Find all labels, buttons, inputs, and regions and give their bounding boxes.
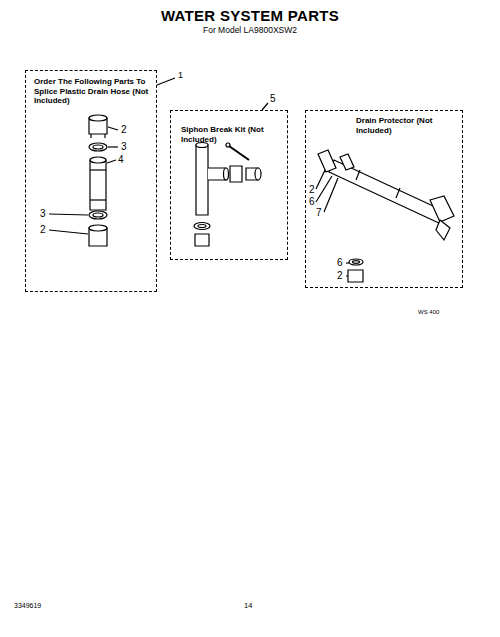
callout-number: 3 <box>40 209 46 219</box>
leader-line <box>157 78 175 85</box>
callout-number: 3 <box>121 142 127 152</box>
dashed-parts-box: Siphon Break Kit (Not Included) <box>170 110 288 260</box>
page-title: WATER SYSTEM PARTS <box>161 7 339 24</box>
callout-number: 6 <box>337 258 343 268</box>
model-subtitle: For Model LA9800XSW2 <box>203 26 297 35</box>
box-heading: Order The Following Parts To Splice Plas… <box>34 77 152 106</box>
siphon-break-kit <box>194 143 261 247</box>
callout-number: 6 <box>309 197 315 207</box>
callout-number: 2 <box>121 125 127 135</box>
callout-number: 2 <box>40 225 46 235</box>
drain-protector <box>316 150 454 282</box>
box-heading: Drain Protector (Not Included) <box>356 116 456 135</box>
callout-number: 2 <box>337 271 343 281</box>
page-number: 14 <box>244 602 252 610</box>
callout-number: 2 <box>309 185 315 195</box>
splice-parts <box>49 115 118 246</box>
part-number: 3349619 <box>14 602 41 609</box>
dashed-parts-box: Order The Following Parts To Splice Plas… <box>25 70 157 292</box>
box-heading: Siphon Break Kit (Not Included) <box>181 125 271 144</box>
drawing-code: WS 400 <box>418 309 439 315</box>
callout-number: 5 <box>270 94 276 104</box>
callout-number: 7 <box>316 208 322 218</box>
dashed-parts-box: Drain Protector (Not Included) <box>305 110 463 288</box>
callout-number: 1 <box>178 71 183 80</box>
callout-number: 4 <box>118 155 124 165</box>
leader-line <box>262 103 268 110</box>
